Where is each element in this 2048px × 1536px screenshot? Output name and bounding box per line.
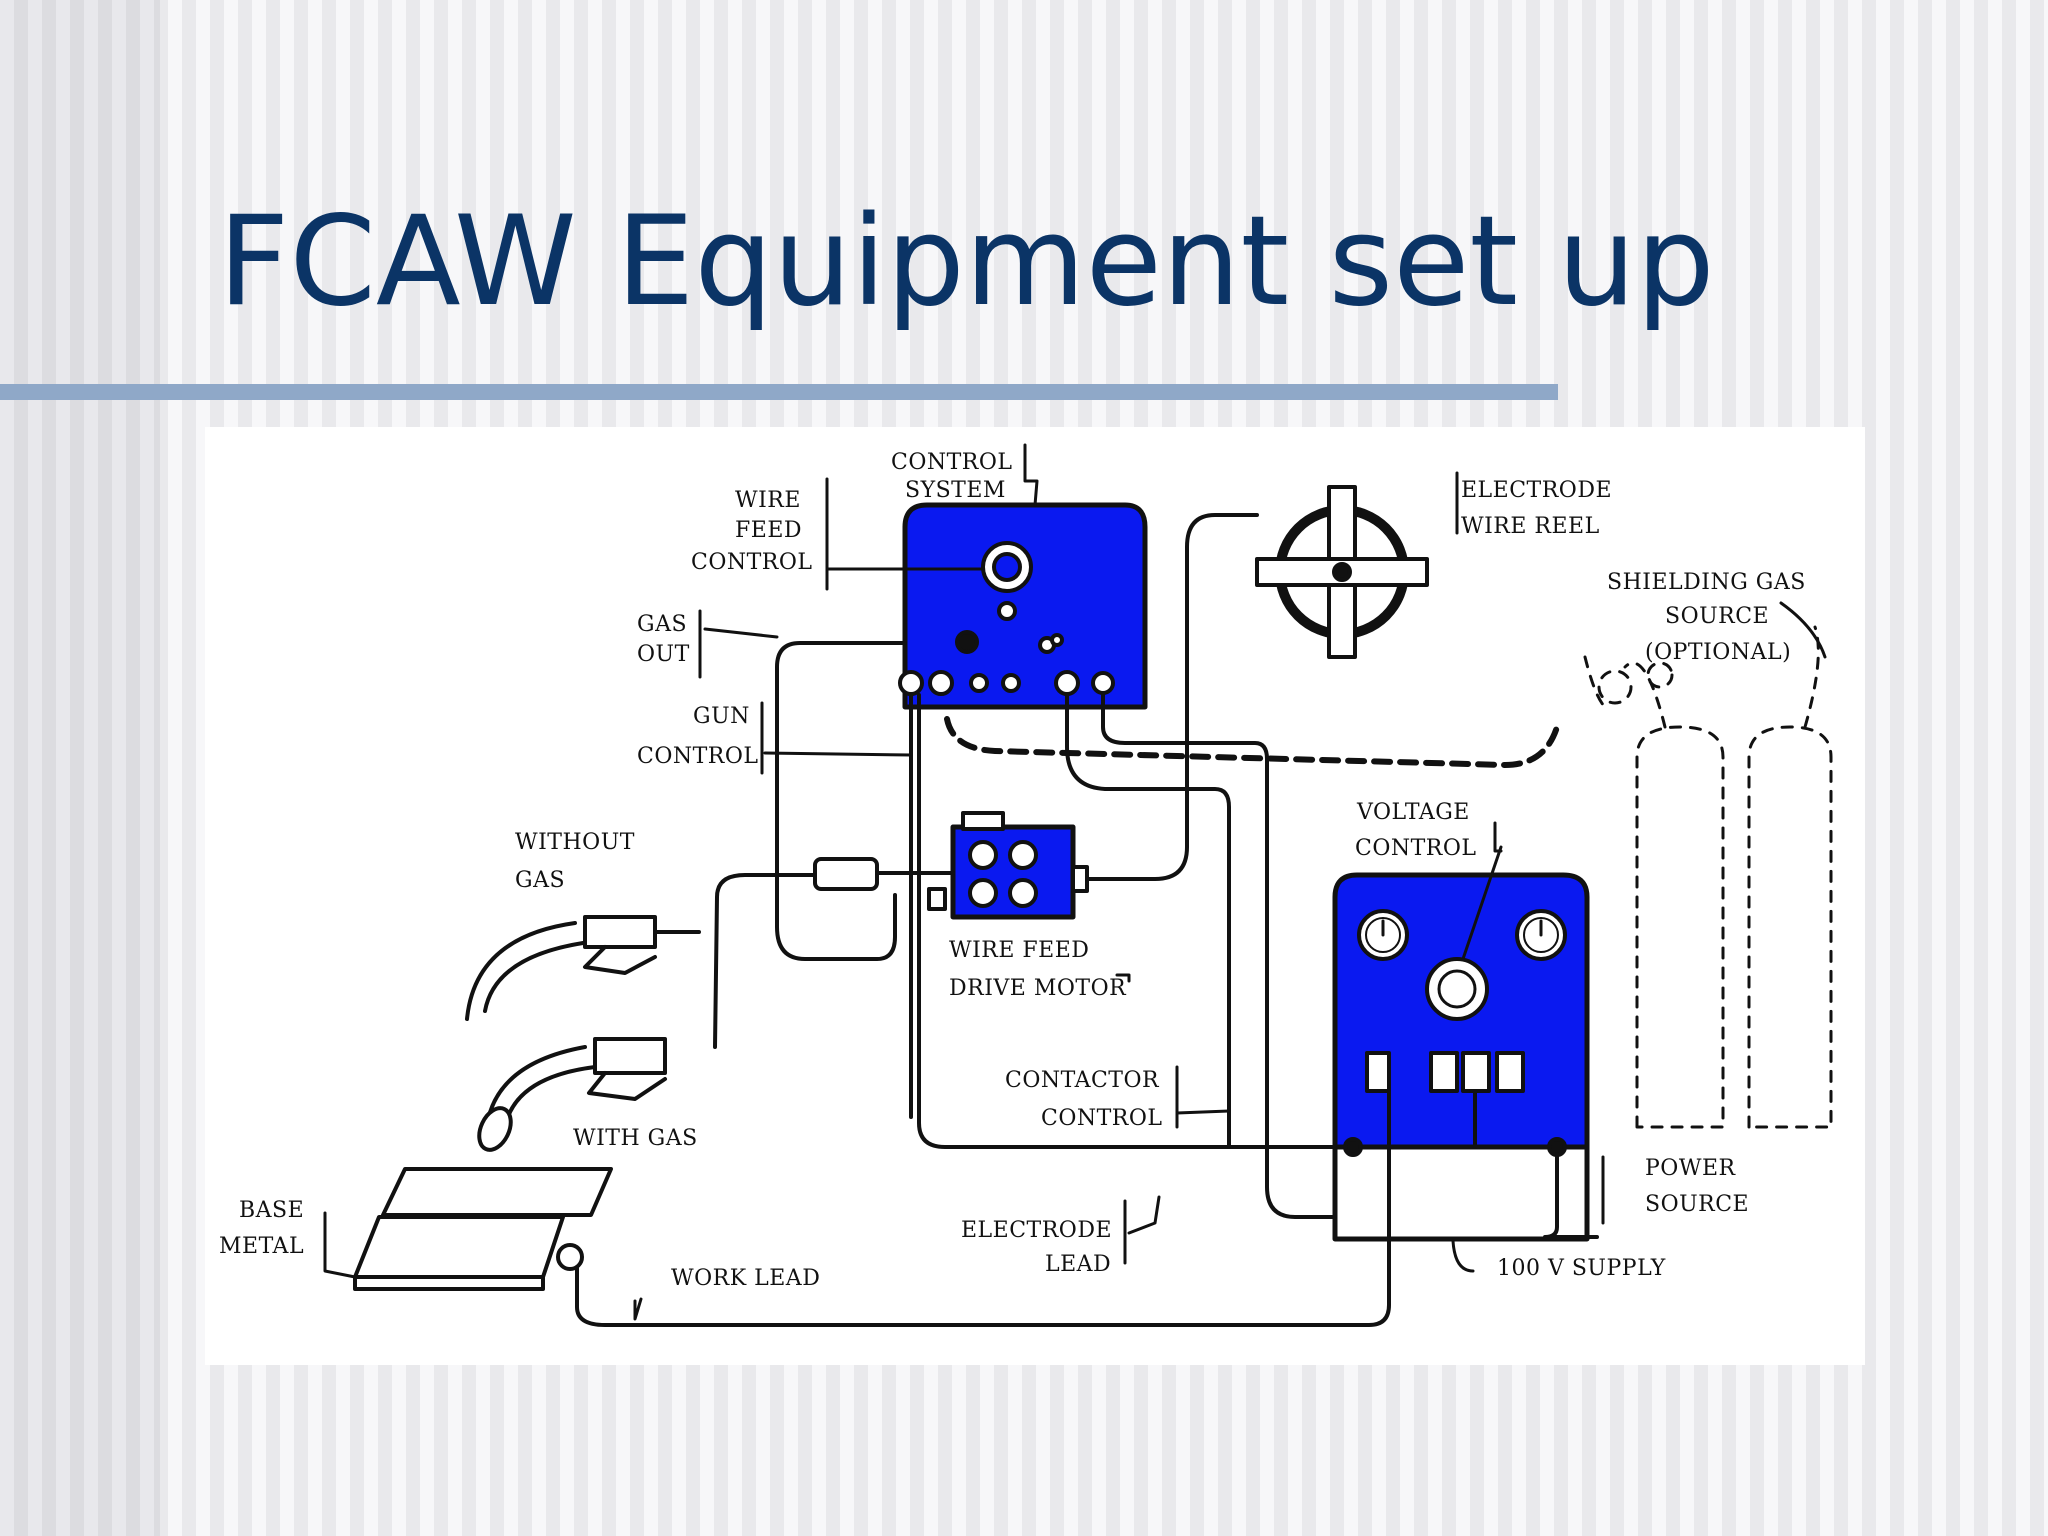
label-gas-out-2: OUT — [637, 642, 690, 667]
label-wire-feed-motor-1: WIRE FEED — [949, 938, 1089, 963]
label-control-system-1: CONTROL — [891, 450, 1013, 475]
torch-without-gas — [465, 915, 701, 1021]
label-shielding-gas-1: SHIELDING GAS — [1607, 570, 1806, 595]
label-base-metal-1: BASE — [239, 1198, 304, 1223]
label-voltage-control-1: VOLTAGE — [1356, 800, 1470, 825]
fcaw-diagram-svg: CONTROL SYSTEM WIRE FEED CONTROL GAS OUT… — [219, 443, 1833, 1327]
fcaw-diagram: CONTROL SYSTEM WIRE FEED CONTROL GAS OUT… — [205, 427, 1865, 1365]
wire-feed-drive-motor — [927, 811, 1089, 920]
label-work-lead: WORK LEAD — [671, 1266, 820, 1291]
leader-lines — [323, 443, 1827, 1321]
electrode-wire-reel — [1255, 485, 1429, 659]
label-base-metal-2: METAL — [219, 1234, 304, 1259]
label-contactor-control-2: CONTROL — [1041, 1106, 1163, 1131]
label-electrode-wire-reel-2: WIRE REEL — [1461, 514, 1600, 539]
base-metal — [353, 1167, 613, 1291]
background-stripes — [0, 0, 160, 1536]
cables — [575, 513, 1599, 1327]
label-wire-feed-control-2: FEED — [735, 518, 802, 543]
wire-feed-control-unit — [898, 502, 1148, 710]
label-supply: 100 V SUPPLY — [1497, 1256, 1666, 1281]
slide-title: FCAW Equipment set up — [218, 190, 1715, 334]
title-underline — [0, 384, 1558, 400]
label-without-gas-2: GAS — [515, 868, 565, 893]
diagram-labels: CONTROL SYSTEM WIRE FEED CONTROL GAS OUT… — [219, 450, 1806, 1291]
label-power-source-2: SOURCE — [1645, 1192, 1749, 1217]
power-source — [1332, 845, 1590, 1242]
label-power-source-1: POWER — [1645, 1156, 1737, 1181]
label-voltage-control-2: CONTROL — [1355, 836, 1477, 861]
label-contactor-control-1: CONTACTOR — [1005, 1068, 1160, 1093]
label-wire-feed-motor-2: DRIVE MOTOR — [949, 976, 1127, 1001]
label-control-system-2: SYSTEM — [905, 478, 1006, 503]
torch-with-gas — [477, 1037, 667, 1152]
label-gas-out-1: GAS — [637, 612, 687, 637]
label-wire-feed-control-3: CONTROL — [691, 550, 813, 575]
label-electrode-lead-1: ELECTRODE — [961, 1218, 1112, 1243]
label-electrode-wire-reel-1: ELECTRODE — [1461, 478, 1612, 503]
label-gun-control-1: GUN — [693, 704, 750, 729]
label-electrode-lead-2: LEAD — [1045, 1252, 1111, 1277]
label-wire-feed-control-1: WIRE — [735, 488, 801, 513]
label-shielding-gas-3: (OPTIONAL) — [1645, 640, 1791, 665]
label-gun-control-2: CONTROL — [637, 744, 759, 769]
control-unit-panel — [902, 502, 1148, 710]
label-with-gas: WITH GAS — [573, 1126, 698, 1151]
label-shielding-gas-2: SOURCE — [1665, 604, 1769, 629]
label-without-gas-1: WITHOUT — [515, 830, 635, 855]
shielding-gas-cylinders — [1583, 625, 1833, 1129]
